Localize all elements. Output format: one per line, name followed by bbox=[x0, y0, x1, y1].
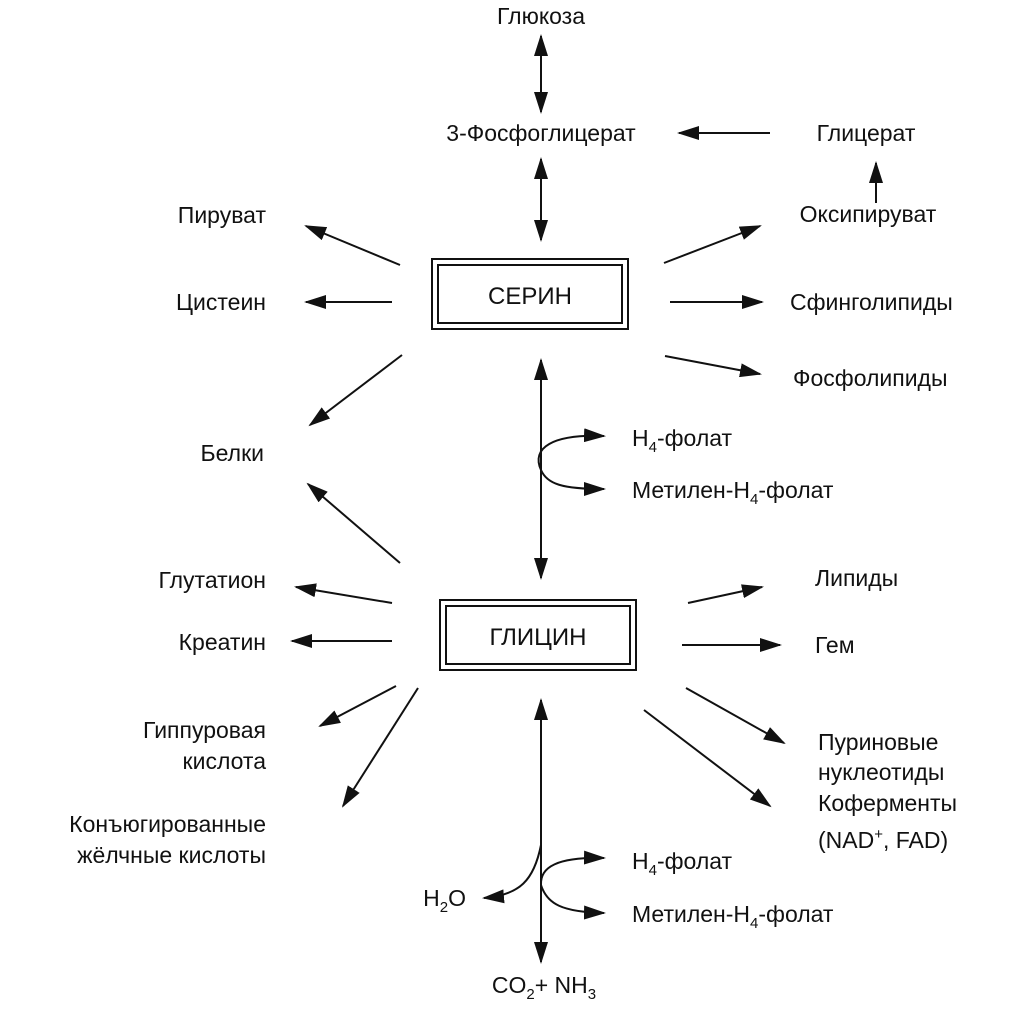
arrow-glycine-to-purine-nucleotides bbox=[685, 687, 786, 744]
label-heme: Гем bbox=[815, 632, 855, 658]
label-nad-fad: (NAD+, FAD) bbox=[818, 826, 948, 853]
label-methylene-h4-folate-top: Метилен-H4-фолат bbox=[632, 477, 834, 508]
serine-box: СЕРИН bbox=[431, 258, 629, 330]
label-coenzymes: Коферменты bbox=[818, 790, 957, 816]
label-proteins: Белки bbox=[201, 440, 264, 466]
label-3-phosphoglycerate: 3-Фосфоглицерат bbox=[446, 120, 636, 146]
arrow-curve-to-methylene-folate-top bbox=[540, 469, 606, 496]
arrow-glycine-to-coenzymes bbox=[643, 709, 772, 808]
label-glutathione: Глутатион bbox=[158, 567, 266, 593]
label-pyruvate: Пируват bbox=[178, 202, 267, 228]
arrows bbox=[290, 34, 883, 964]
glycine-label: ГЛИЦИН bbox=[490, 624, 587, 651]
label-glucose: Глюкоза bbox=[497, 3, 585, 29]
label-creatine: Креатин bbox=[179, 629, 266, 655]
arrow-curve-to-h4-folate-top bbox=[537, 428, 606, 471]
label-h4-folate-bottom: H4-фолат bbox=[632, 848, 733, 879]
arrow-serine-to-proteins bbox=[308, 354, 403, 427]
label-glycerate: Глицерат bbox=[817, 120, 916, 146]
label-water: H2O bbox=[423, 885, 466, 916]
arrow-serine-to-phospholipids bbox=[664, 355, 762, 378]
arrow-curve-to-water bbox=[482, 844, 542, 904]
label-sphingolipids: Сфинголипиды bbox=[790, 289, 953, 315]
arrow-glycine-to-proteins bbox=[306, 482, 401, 564]
arrow-serine-to-pyruvate bbox=[304, 225, 401, 266]
arrow-glycine-to-glutathione bbox=[294, 583, 393, 604]
label-hippuric-acid-1: Гиппуровая bbox=[143, 717, 266, 743]
label-cysteine: Цистеин bbox=[176, 289, 266, 315]
label-bile-acids-1: Конъюгированные bbox=[69, 811, 266, 837]
arrow-curve-to-h4-folate-bottom bbox=[539, 850, 606, 886]
label-lipids: Липиды bbox=[815, 565, 898, 591]
label-co2-nh3: CO2+ NH3 bbox=[492, 972, 596, 1003]
glycine-box: ГЛИЦИН bbox=[439, 599, 637, 671]
arrow-serine-to-oxypyruvate bbox=[663, 225, 762, 264]
label-methylene-h4-folate-bottom: Метилен-H4-фолат bbox=[632, 901, 834, 932]
arrow-glycine-to-lipids bbox=[687, 584, 764, 604]
arrow-curve-to-methylene-folate-bottom bbox=[540, 884, 606, 920]
label-h4-folate-top: H4-фолат bbox=[632, 425, 733, 456]
label-hippuric-acid-2: кислота bbox=[183, 748, 267, 774]
arrow-glycine-to-hippuric-acid bbox=[318, 685, 397, 727]
label-purine-2: нуклеотиды bbox=[818, 759, 944, 785]
serine-label: СЕРИН bbox=[488, 283, 572, 310]
arrow-glycine-to-bile-acids bbox=[341, 687, 419, 808]
label-bile-acids-2: жёлчные кислоты bbox=[77, 842, 266, 868]
label-oxypyruvate: Оксипируват bbox=[800, 201, 937, 227]
label-phospholipids: Фосфолипиды bbox=[793, 365, 948, 391]
label-purine-1: Пуриновые bbox=[818, 729, 938, 755]
